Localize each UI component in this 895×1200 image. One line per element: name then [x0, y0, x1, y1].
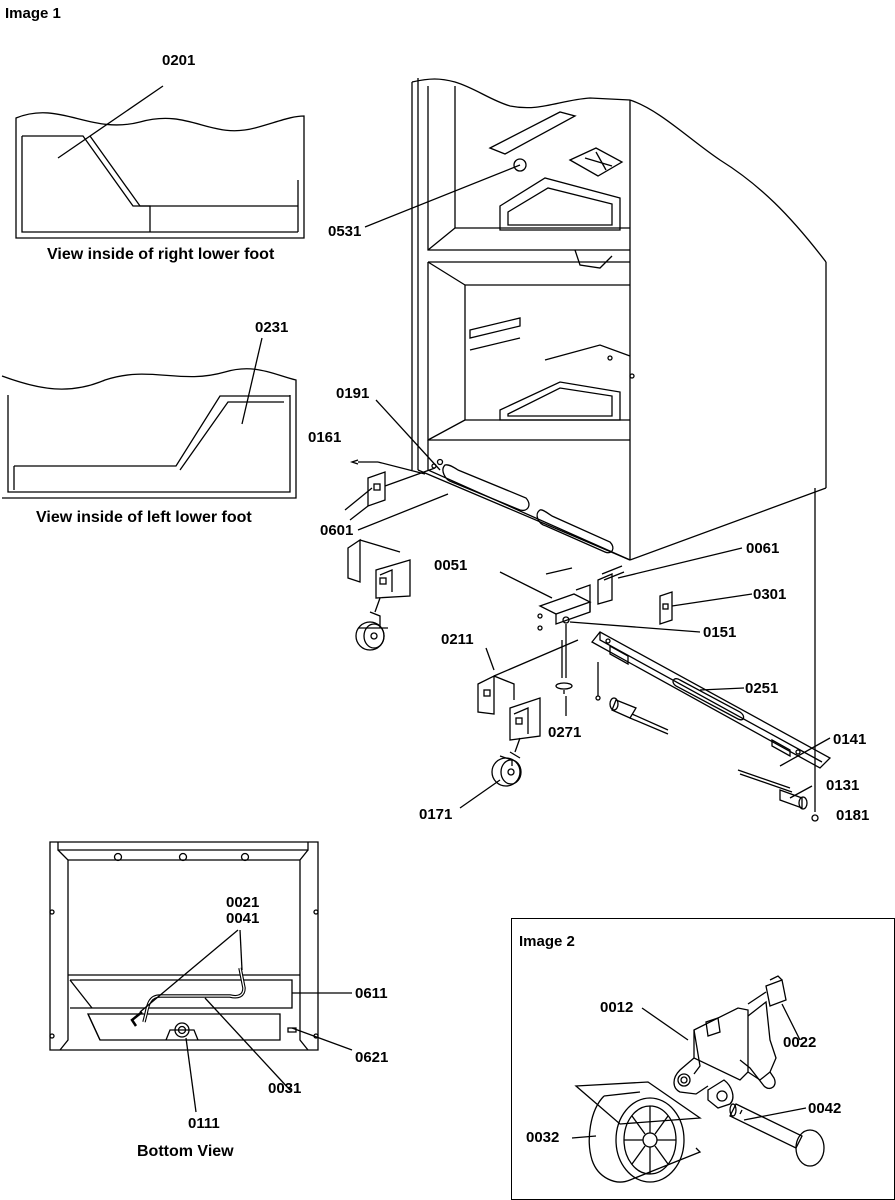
part-label-0171: 0171	[419, 806, 453, 823]
part-label-0161: 0161	[308, 429, 342, 446]
right-caster-assembly	[477, 639, 579, 787]
part-label-0061: 0061	[746, 540, 780, 557]
left-caster-assembly	[347, 459, 449, 651]
part-label-0022: 0022	[783, 1034, 817, 1051]
part-label-0141: 0141	[833, 731, 867, 748]
left-foot-view	[1, 337, 297, 499]
part-label-0251: 0251	[745, 680, 779, 697]
cabinet-view	[364, 78, 827, 812]
part-label-0531: 0531	[328, 223, 362, 240]
part-label-0151: 0151	[703, 624, 737, 641]
bottom-view-caption: Bottom View	[137, 1143, 234, 1160]
right-foot-view	[15, 85, 305, 239]
leader-lines	[344, 399, 831, 809]
image2-frame	[511, 918, 895, 1200]
part-label-0211: 0211	[441, 631, 474, 648]
left-foot-caption: View inside of left lower foot	[36, 509, 252, 526]
part-label-0621: 0621	[355, 1049, 389, 1066]
image2-title: Image 2	[519, 933, 575, 950]
part-label-0012: 0012	[600, 999, 634, 1016]
part-label-0042: 0042	[808, 1100, 842, 1117]
part-label-0131: 0131	[826, 777, 860, 794]
part-label-0191: 0191	[336, 385, 370, 402]
part-label-0032: 0032	[526, 1129, 560, 1146]
part-label-0031: 0031	[268, 1080, 302, 1097]
part-label-0601: 0601	[320, 522, 354, 539]
part-label-0271: 0271	[548, 724, 582, 741]
part-label-0201: 0201	[162, 52, 196, 69]
image2-detail	[571, 975, 825, 1183]
part-label-0611: 0611	[355, 985, 388, 1002]
part-label-0181: 0181	[836, 807, 870, 824]
part-label-0301: 0301	[753, 586, 787, 603]
leveling-rail-assembly	[537, 565, 832, 822]
part-label-0021: 0021	[226, 894, 260, 911]
part-label-0041: 0041	[226, 910, 260, 927]
part-label-0231: 0231	[255, 319, 289, 336]
bottom-view	[49, 841, 353, 1113]
part-label-0051: 0051	[434, 557, 468, 574]
right-foot-caption: View inside of right lower foot	[47, 246, 275, 263]
part-label-0111: 0111	[188, 1115, 220, 1132]
image1-title: Image 1	[5, 5, 61, 22]
